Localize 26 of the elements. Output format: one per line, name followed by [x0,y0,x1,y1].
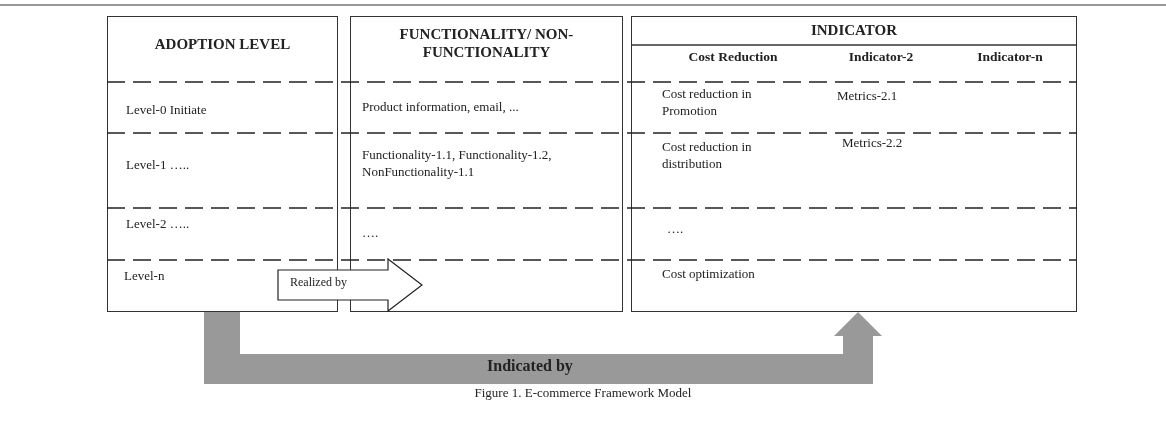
column-heading: ADOPTION LEVEL [153,35,292,53]
column-subheading: Indicator-2 [847,48,915,65]
table-column-panel [350,16,623,312]
table-cell-text: Level-0 Initiate [126,101,207,118]
edge-label: Indicated by [487,357,573,375]
table-cell-text: Cost reduction in distribution [662,138,753,172]
table-cell-text: Level-1 ….. [126,156,190,173]
table-cell-text: …. [362,224,379,241]
edge-label: Realized by [290,275,347,290]
table-cell-text: Cost reduction in Promotion [662,85,753,119]
column-heading: INDICATOR [809,21,899,39]
block-arrow [204,312,882,384]
table-cell-text: Level-2 ….. [126,215,190,232]
table-cell-text: Cost optimization [662,265,755,282]
figure-caption: Figure 1. E-commerce Framework Model [473,384,693,401]
table-cell-text: Functionality-1.1, Functionality-1.2, NonFunctionality-1.1 [362,146,553,180]
block-arrow [277,257,423,313]
table-cell-text: Metrics-2.2 [842,134,903,151]
table-cell-text: Level-n [124,267,165,284]
table-cell-text: …. [667,220,684,237]
table-cell-text: Metrics-2.1 [837,87,898,104]
column-heading: FUNCTIONALITY/ NON-FUNCTIONALITY [398,25,575,61]
table-column-panel [631,16,1077,312]
column-subheading: Indicator-n [976,48,1044,65]
column-subheading: Cost Reduction [687,48,779,65]
table-cell-text: Product information, email, ... [362,98,520,115]
